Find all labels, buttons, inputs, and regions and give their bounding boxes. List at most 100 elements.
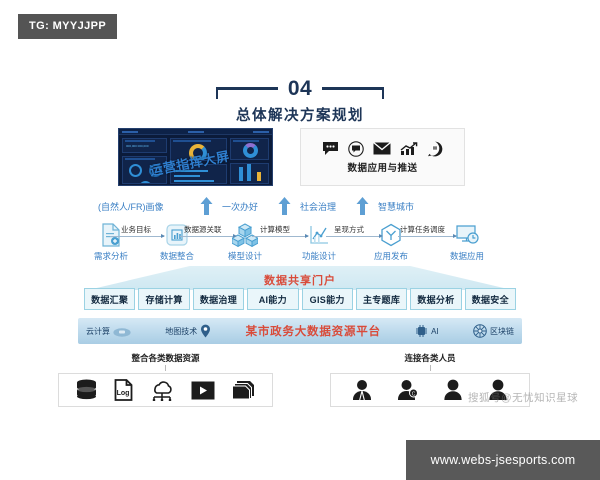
capability-item[interactable]: 数据汇聚	[84, 288, 136, 310]
kpi-value: 000,000 000,000	[126, 144, 149, 148]
screen-clock-icon	[438, 222, 496, 248]
resources-group-tick	[165, 365, 166, 371]
map-pin-icon	[200, 324, 211, 338]
gauge-ring-icon	[139, 181, 152, 183]
flow-node-label: 数据应用	[449, 251, 484, 261]
outcome-label-0: (自然人/FR)画像	[98, 202, 164, 212]
envelope-icon	[373, 142, 391, 155]
flow-link-label-0: 业务目标	[121, 225, 151, 234]
capability-item[interactable]: AI能力	[247, 288, 299, 310]
blockchain-icon	[473, 324, 487, 338]
dashboard-header	[119, 129, 272, 135]
dashboard-gauge-card	[122, 156, 168, 184]
slide-canvas: 04 总体解决方案规划 000,000 000,000	[0, 60, 600, 435]
people-icon-box: C	[330, 373, 530, 407]
flow-node-application: 数据应用	[438, 222, 496, 262]
page-title: 04 总体解决方案规划	[0, 78, 600, 125]
flow-node-label: 功能设计	[301, 251, 336, 261]
database-icon	[76, 379, 97, 401]
capability-item[interactable]: GIS能力	[301, 288, 353, 310]
dashboard-body: 000,000 000,000	[119, 135, 272, 185]
capability-item[interactable]: 数据分析	[410, 288, 462, 310]
card-title-bar	[125, 158, 156, 160]
dashboard-pie-card	[229, 138, 270, 160]
video-play-icon	[191, 381, 215, 400]
flow-node-label: 数据整合	[159, 251, 194, 261]
process-flow: 需求分析 数据整合 模型设计 功能设计	[0, 222, 600, 268]
dashboard-vbar-card	[229, 162, 270, 184]
platform-label: 云计算	[86, 326, 110, 336]
portal-banner-label: 数据共享门户	[264, 275, 336, 287]
person-round-icon	[488, 379, 508, 401]
card-title-bar	[173, 140, 212, 142]
person-round-icon	[443, 379, 463, 401]
platform-label: 地图技术	[165, 326, 198, 336]
platform-bar: 云计算 地图技术 某市政务大数据资源平台 AI	[78, 318, 522, 344]
flow-node-label: 应用发布	[373, 251, 408, 261]
person-icon	[352, 379, 372, 401]
donut-chart-icon	[189, 144, 208, 161]
person-badge-icon: C	[397, 379, 418, 401]
flow-node-publish: 应用发布	[362, 222, 420, 262]
outcomes-row: (自然人/FR)画像 一次办好 社会治理 智慧城市	[0, 196, 600, 218]
document-add-icon	[82, 222, 140, 248]
flow-link-label-1: 数据源关联	[184, 225, 222, 234]
people-group: 连接各类人员 C	[330, 352, 530, 407]
platform-item-cloud: 云计算	[86, 326, 131, 337]
capability-item[interactable]: 存储计算	[138, 288, 190, 310]
flow-node-requirements: 需求分析	[82, 222, 140, 262]
capability-item[interactable]: 数据治理	[192, 288, 245, 310]
svg-text:Log: Log	[116, 390, 129, 397]
log-file-icon: Log	[114, 379, 133, 401]
speech-bubble-icon	[322, 141, 339, 156]
heading-text: 总体解决方案规划	[236, 108, 364, 124]
cloud-icon	[113, 326, 131, 337]
heading-rule-right	[322, 87, 385, 98]
platform-item-map: 地图技术	[165, 324, 211, 338]
capability-item[interactable]: 数据安全	[464, 288, 516, 310]
hexagon-y-icon	[362, 222, 420, 248]
apps-icon-row	[322, 140, 443, 157]
flow-link-label-2: 计算模型	[260, 225, 290, 234]
pie-chart-icon	[242, 143, 258, 158]
people-group-tick	[429, 365, 431, 371]
outcome-label-2: 社会治理	[300, 202, 337, 212]
up-arrow-icon	[278, 197, 291, 215]
heading-number: 04	[287, 77, 313, 100]
flow-connector	[326, 234, 383, 238]
capability-row: 数据汇聚 存储计算 数据治理 AI能力 GIS能力 主专题库 数据分析 数据安全	[84, 288, 516, 310]
flow-node-function: 功能设计	[290, 222, 348, 262]
dashboard-kpi-card: 000,000 000,000	[122, 138, 168, 153]
footer-url: www.webs-jsesports.com	[406, 440, 600, 480]
flow-node-integration: 数据整合	[148, 222, 206, 262]
document-bubble-icon	[427, 141, 443, 157]
bar-chart-arrow-icon	[400, 141, 418, 156]
platform-title: 某市政务大数据资源平台	[245, 326, 381, 338]
card-title-bar	[232, 140, 259, 142]
dashboard-column-right	[229, 138, 270, 184]
heading-rule-left	[215, 87, 278, 98]
line-chart-icon	[290, 222, 348, 248]
stacked-files-icon	[232, 380, 255, 400]
gauge-ring-icon	[149, 164, 162, 177]
network-cloud-icon	[150, 380, 174, 401]
dashboard-header-tick	[122, 130, 138, 133]
apps-panel-label: 数据应用与推送	[347, 162, 418, 174]
flow-connector	[110, 234, 165, 238]
flow-node-label: 需求分析	[93, 251, 128, 261]
svg-text:C: C	[412, 391, 416, 397]
resources-group-label: 整合各类数据资源	[131, 353, 200, 363]
ai-chip-icon	[415, 324, 428, 338]
platform-label: 区块链	[490, 326, 514, 336]
flow-link-label-4: 计算任务调度	[400, 225, 445, 234]
heading-rule-group: 04	[0, 78, 600, 99]
flow-connector	[180, 234, 237, 238]
dashboard-screenshot: 000,000 000,000	[118, 128, 273, 186]
chart-square-icon	[148, 222, 206, 248]
capability-item[interactable]: 主专题库	[355, 288, 408, 310]
chat-circle-icon	[348, 140, 364, 157]
portal-banner: 数据共享门户	[0, 262, 600, 290]
flow-node-label: 模型设计	[227, 251, 262, 261]
dashboard-donut-card	[170, 138, 227, 162]
